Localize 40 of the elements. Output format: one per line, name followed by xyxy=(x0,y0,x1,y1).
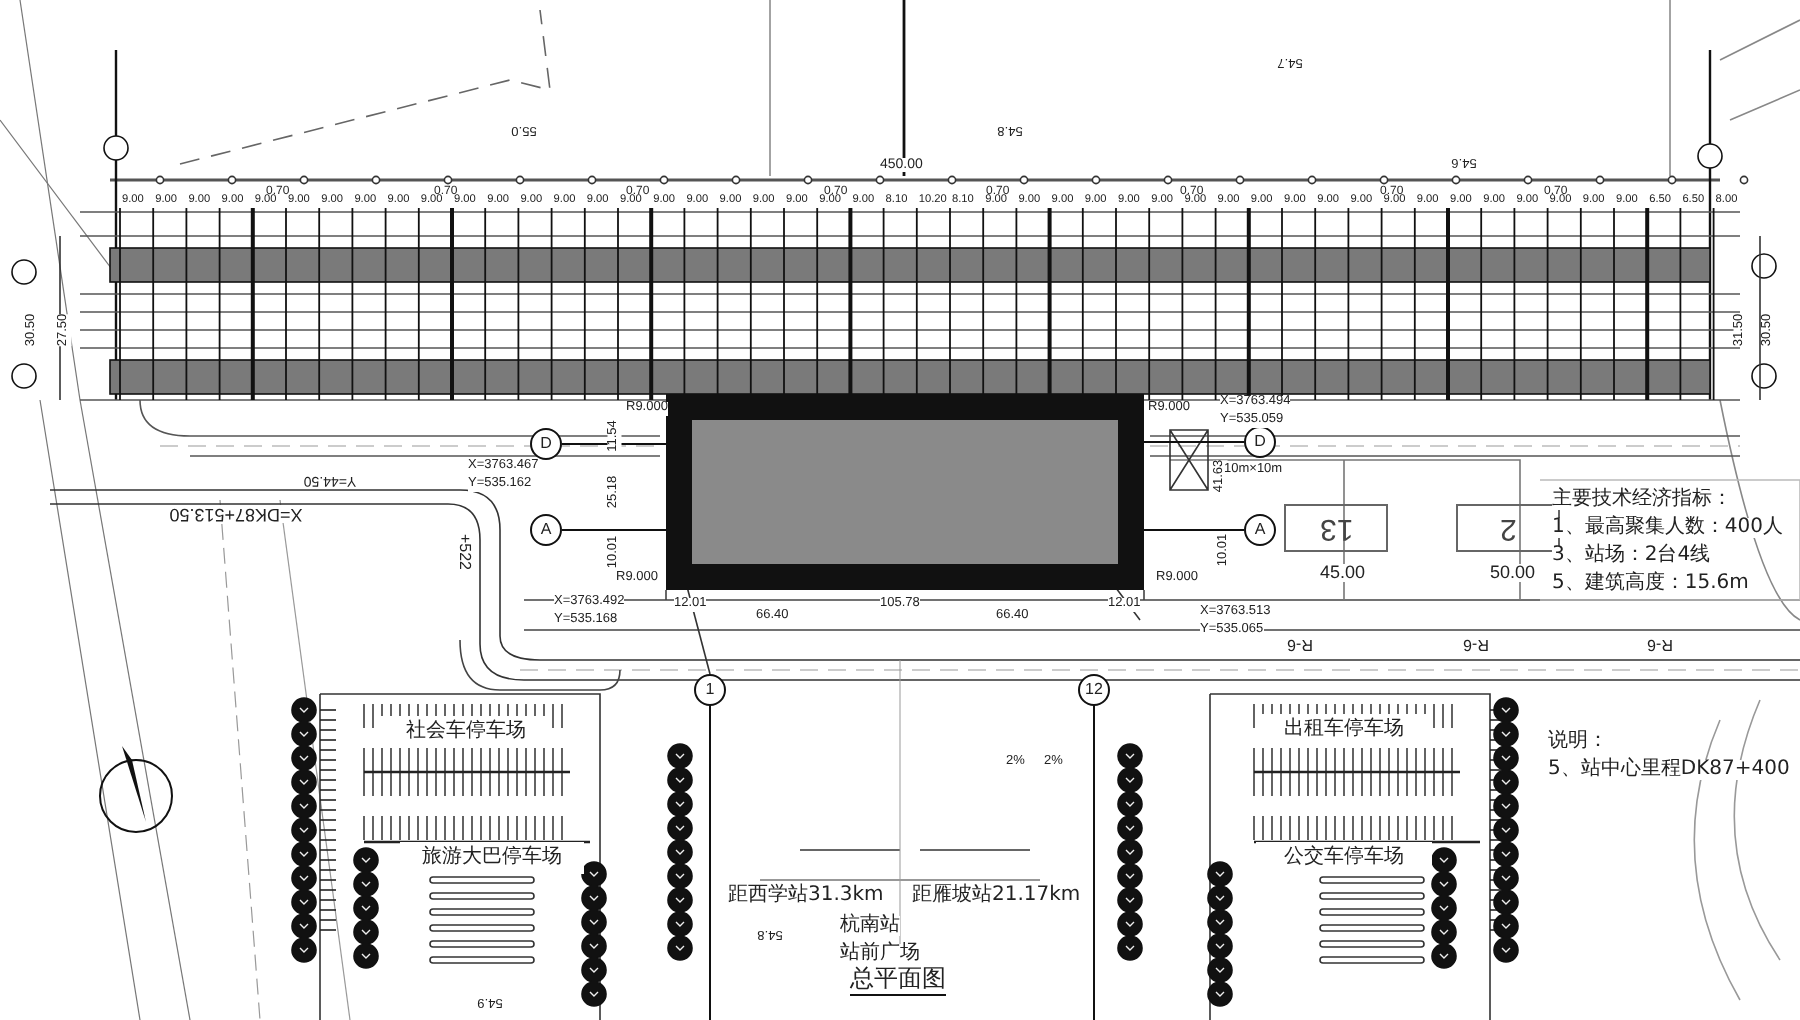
leader-line xyxy=(1143,441,1245,443)
lot-name: 社会车停车场 xyxy=(406,722,526,742)
axis-bubble xyxy=(1244,426,1276,458)
lot-name: 旅游大巴停车场 xyxy=(422,848,562,868)
dimension-text: R-6 xyxy=(1647,636,1673,652)
axis-bubble xyxy=(530,514,562,546)
leader-line xyxy=(1143,529,1245,531)
leader-line xyxy=(561,529,667,531)
note-text: 3、站场：2台4线 xyxy=(1552,546,1711,566)
track-number-box xyxy=(1284,504,1388,552)
station-text: 距西学站31.3km xyxy=(728,886,884,906)
dimension-text: X=DK87+513.50 xyxy=(169,505,303,523)
lot-name: 公交车停车场 xyxy=(1284,848,1404,868)
dimension-text: 45.00 xyxy=(1320,564,1366,582)
note-text: 5、站中心里程DK87+400 xyxy=(1548,760,1790,780)
axis-bubble xyxy=(1244,514,1276,546)
axis-bubble xyxy=(1078,674,1110,706)
axis-bubble xyxy=(694,674,726,706)
axis-label: A xyxy=(1254,522,1266,538)
note-text: 5、建筑高度：15.6m xyxy=(1552,574,1749,594)
track-number: 2 xyxy=(1499,513,1517,543)
drawing-title: 总平面图 xyxy=(850,966,946,996)
dimension-text: 50.00 xyxy=(1490,564,1536,582)
axis-label: A xyxy=(540,522,552,538)
station-building xyxy=(666,394,1144,590)
lot-name: 出租车停车场 xyxy=(1284,720,1404,740)
station-text: 杭南站 xyxy=(840,916,900,936)
station-text: 距雁坡站21.17km xyxy=(912,886,1081,906)
axis-label: D xyxy=(540,436,552,452)
track-number: 13 xyxy=(1319,513,1353,543)
axis-label: 1 xyxy=(705,682,715,698)
axis-label: D xyxy=(1254,434,1266,450)
leader-line xyxy=(561,443,667,445)
dimension-text: R-6 xyxy=(1287,636,1313,652)
dimension-text: +522 xyxy=(456,533,472,571)
station-text: 站前广场 xyxy=(840,944,920,964)
axis-label: 12 xyxy=(1085,682,1103,698)
axis-bubble xyxy=(530,428,562,460)
note-text: 1、最高聚集人数：400人 xyxy=(1552,518,1783,538)
dimension-text: R-6 xyxy=(1463,636,1489,652)
